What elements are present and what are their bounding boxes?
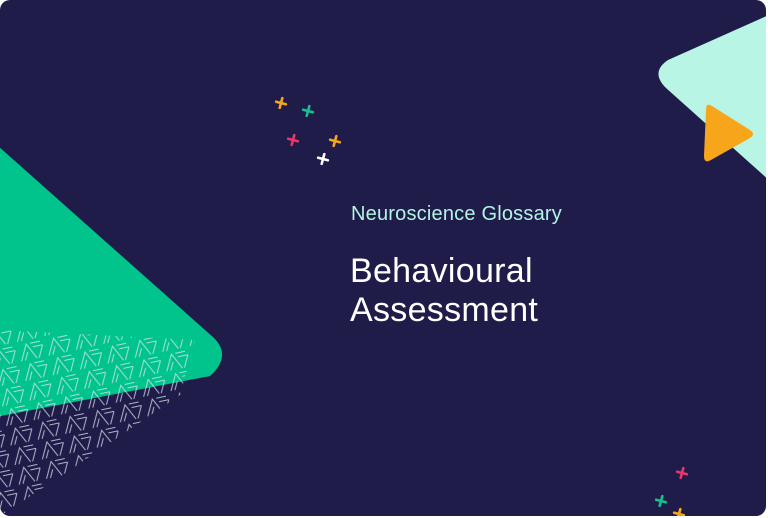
glossary-label: Neuroscience Glossary xyxy=(351,203,562,225)
title-line-2: Assessment xyxy=(350,291,539,329)
page-title: Behavioural Assessment xyxy=(350,252,538,330)
mint-triangle-shape xyxy=(658,16,766,178)
line-pattern xyxy=(0,330,195,516)
sparkle-cross-icons-bottom xyxy=(654,466,689,516)
title-line-1: Behavioural xyxy=(350,252,533,290)
sparkle-cross-icons xyxy=(274,96,342,166)
play-icon xyxy=(704,104,753,162)
